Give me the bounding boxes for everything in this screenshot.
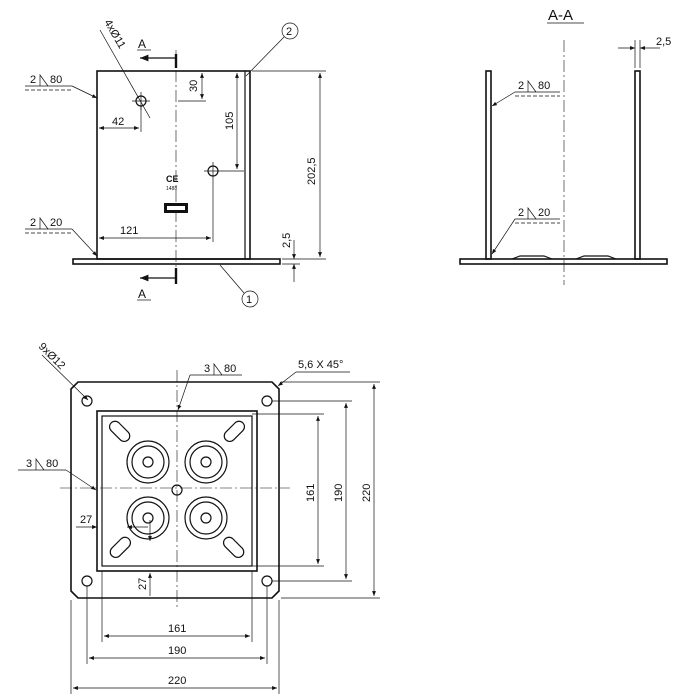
- chamfer-callout: 5,6 X 45°: [298, 359, 343, 371]
- corner-hole-tr: [261, 395, 273, 407]
- section-drain-left: [511, 255, 553, 260]
- weld-front-top-num: 2: [30, 74, 36, 86]
- weld-plan-top-len: 80: [224, 363, 236, 375]
- holes-top-callout: 4xØ11: [101, 18, 127, 51]
- dim-121: 121: [120, 225, 138, 237]
- weld-section-top-num: 2: [518, 80, 524, 92]
- dim-27-horizontal: 27: [80, 514, 92, 526]
- slot-tr: [223, 420, 246, 443]
- slots: [108, 420, 246, 559]
- front-view: CE 1488 A A 4xØ11 30 42 105 202,5: [25, 18, 326, 308]
- weld-section-bottom-len: 20: [538, 207, 550, 219]
- front-holes: [132, 92, 222, 180]
- corner-hole-br: [261, 575, 273, 587]
- section-drain-right: [575, 255, 617, 260]
- weld-front-bottom-len: 20: [50, 217, 62, 229]
- dim-220-vertical: 220: [361, 484, 373, 502]
- bolt-br: [184, 496, 228, 540]
- ce-number: 1488: [166, 186, 177, 192]
- section-mark-top: A: [138, 37, 146, 51]
- bolt-tr: [184, 440, 228, 484]
- dim-27-vertical: 27: [137, 578, 149, 590]
- plan-view: 9xØ12 5,6 X 45° 3 80 3 80 27 27 161 1: [18, 341, 380, 694]
- center-hole: [171, 484, 183, 496]
- weld-plan-left-len: 80: [46, 458, 58, 470]
- slot-br: [222, 536, 245, 559]
- holes-base-callout: 9xØ12: [36, 341, 67, 372]
- corner-hole-tl: [81, 395, 93, 407]
- ce-mark: CE: [166, 174, 179, 184]
- dim-161-horizontal: 161: [168, 623, 186, 635]
- dim-2-5-section: 2,5: [656, 36, 671, 48]
- item-1-label: 1: [246, 294, 252, 306]
- dim-190-vertical: 190: [333, 484, 345, 502]
- item-2-leader: [245, 36, 285, 77]
- dim-190-horizontal: 190: [168, 645, 186, 657]
- bolt-bl: [126, 496, 170, 540]
- section-mark-bottom: A: [138, 287, 146, 301]
- weld-plan-left-num: 3: [26, 458, 32, 470]
- item-2-balloon: [281, 22, 299, 40]
- section-view: A-A 2,5 2 80 2 20: [459, 7, 671, 285]
- slot-bl: [109, 536, 132, 559]
- weld-front-top-len: 80: [50, 74, 62, 86]
- holes-base-leader: [41, 354, 89, 401]
- item-1-balloon: [241, 290, 259, 308]
- section-base-plate: [459, 258, 668, 265]
- dim-161-vertical: 161: [305, 484, 317, 502]
- dim-105: 105: [224, 112, 236, 130]
- slot-tl: [108, 420, 131, 443]
- item-1-leader: [219, 264, 245, 294]
- dim-42: 42: [112, 116, 124, 128]
- section-title: A-A: [548, 7, 573, 24]
- holes-leader: [99, 29, 151, 119]
- bolt-tl: [126, 440, 170, 484]
- weld-front-bottom-num: 2: [30, 217, 36, 229]
- dim-30: 30: [188, 80, 200, 92]
- dim-202-5: 202,5: [306, 157, 318, 185]
- bolt-group: [126, 440, 228, 540]
- corner-hole-bl: [81, 575, 93, 587]
- item-2-label: 2: [286, 26, 292, 38]
- weld-section-bottom-num: 2: [518, 207, 524, 219]
- dim-2-5-front: 2,5: [281, 233, 293, 248]
- base-plate-outline: [70, 381, 280, 599]
- nameplate-inner: [167, 206, 185, 210]
- dim-220-horizontal: 220: [168, 675, 186, 687]
- weld-plan-top-num: 3: [204, 363, 210, 375]
- section-left-wall: [485, 70, 492, 260]
- base-plate-front: [72, 258, 281, 265]
- section-right-wall: [634, 70, 641, 260]
- weld-section-top-len: 80: [538, 80, 550, 92]
